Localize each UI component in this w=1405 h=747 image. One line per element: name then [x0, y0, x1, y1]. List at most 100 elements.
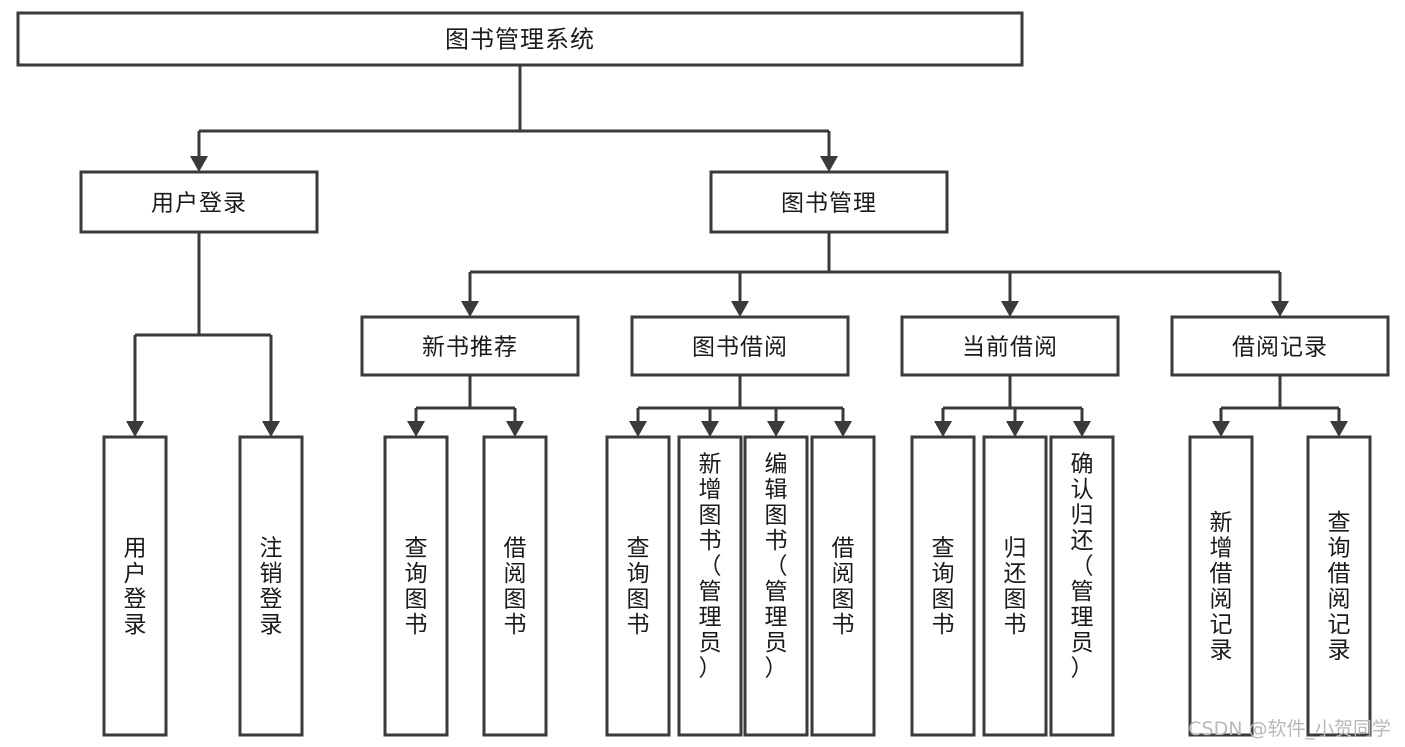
arrow-head	[190, 156, 208, 172]
node-label-char: 借	[832, 535, 855, 561]
node-label-char: 管	[699, 579, 722, 605]
node-label-user-login: 用户登录	[151, 190, 247, 216]
node-box-borrow-record	[1170, 315, 1390, 377]
node-label-char: 录	[1210, 637, 1233, 663]
node-box-leaf-user-login	[102, 435, 168, 737]
node-label-char: ）	[765, 655, 788, 681]
node-user-login[interactable]: 用户登录	[79, 170, 319, 234]
node-label-char: 书	[832, 612, 855, 638]
node-label-char: 阅	[504, 561, 527, 587]
node-label-char: 书	[932, 612, 955, 638]
node-label-char: 图	[699, 502, 722, 528]
arrow-head	[629, 421, 647, 437]
arrow-head	[701, 421, 719, 437]
node-box-leaf-borrow-book-2	[810, 435, 876, 737]
node-label-char: 增	[699, 477, 722, 503]
node-box-current-borrow	[900, 315, 1120, 377]
node-label-char: 询	[405, 561, 428, 587]
node-book-borrow[interactable]: 图书借阅	[630, 315, 850, 377]
node-label-char: 用	[124, 535, 147, 561]
node-label-char: 阅	[832, 561, 855, 587]
node-new-book-recommend[interactable]: 新书推荐	[360, 315, 580, 377]
node-label-char: 书	[699, 528, 722, 554]
node-label-char: 图	[932, 586, 955, 612]
node-label-char: ）	[699, 655, 722, 681]
node-label-book-borrow: 图书借阅	[692, 334, 788, 360]
node-box-leaf-query-book-3	[910, 435, 976, 737]
node-current-borrow[interactable]: 当前借阅	[900, 315, 1120, 377]
node-label-char: 阅	[1210, 586, 1233, 612]
node-label-char: 新	[699, 451, 722, 477]
arrow-head	[1212, 421, 1230, 437]
node-label-char: 还	[1004, 561, 1027, 587]
node-label-new-book-recommend: 新书推荐	[422, 334, 518, 360]
node-label-char: 还	[1071, 528, 1094, 554]
node-label-char: 辑	[765, 477, 788, 503]
arrow-head	[1330, 421, 1348, 437]
node-label-char: 理	[765, 604, 788, 630]
node-label-char: 图	[1004, 586, 1027, 612]
arrow-head	[731, 301, 749, 317]
node-box-leaf-borrow-book-1	[482, 435, 548, 737]
node-box-leaf-confirm-return	[1049, 435, 1115, 737]
node-label-root: 图书管理系统	[445, 26, 595, 54]
node-label-char: 归	[1004, 535, 1027, 561]
node-book-manage[interactable]: 图书管理	[709, 170, 949, 234]
node-label-char: 查	[1328, 510, 1351, 536]
node-label-char: 认	[1071, 477, 1094, 503]
node-label-char: 登	[260, 586, 283, 612]
node-layer: 图书管理系统用户登录图书管理新书推荐图书借阅当前借阅借阅记录用户登录注销登录查询…	[16, 11, 1390, 737]
node-label-char: 注	[260, 535, 283, 561]
node-box-leaf-query-borrow-record	[1306, 435, 1372, 737]
node-label-char: ）	[1071, 655, 1094, 681]
node-label-borrow-record: 借阅记录	[1232, 334, 1328, 360]
node-label-char: 书	[405, 612, 428, 638]
node-label-current-borrow: 当前借阅	[962, 334, 1058, 360]
node-box-leaf-return-book	[982, 435, 1048, 737]
node-label-char: 确	[1071, 451, 1094, 477]
connector-layer	[126, 65, 1348, 437]
node-label-char: 图	[765, 502, 788, 528]
node-label-char: （	[699, 553, 722, 579]
node-label-char: 查	[627, 535, 650, 561]
node-label-char: 员	[765, 630, 788, 656]
node-label-char: 借	[504, 535, 527, 561]
node-box-user-login	[79, 170, 319, 234]
node-label-char: 记	[1328, 612, 1351, 638]
node-label-char: 书	[504, 612, 527, 638]
node-root[interactable]: 图书管理系统	[16, 11, 1024, 67]
node-label-char: 编	[765, 451, 788, 477]
node-label-book-manage: 图书管理	[781, 190, 877, 216]
node-label-char: 书	[1004, 612, 1027, 638]
node-label-char: 登	[124, 586, 147, 612]
node-label-char: 理	[699, 604, 722, 630]
node-borrow-record[interactable]: 借阅记录	[1170, 315, 1390, 377]
node-label-char: 录	[1328, 637, 1351, 663]
node-label-char: 员	[1071, 630, 1094, 656]
arrow-head	[820, 156, 838, 172]
node-box-leaf-add-book	[677, 435, 743, 737]
node-box-leaf-edit-book	[743, 435, 809, 737]
arrow-head	[767, 421, 785, 437]
node-label-char: 管	[1071, 579, 1094, 605]
node-box-book-manage	[709, 170, 949, 234]
node-box-new-book-recommend	[360, 315, 580, 377]
node-label-char: 询	[627, 561, 650, 587]
arrow-head	[834, 421, 852, 437]
arrow-head	[934, 421, 952, 437]
node-leaf-user-login[interactable]: 用户登录	[102, 435, 168, 737]
